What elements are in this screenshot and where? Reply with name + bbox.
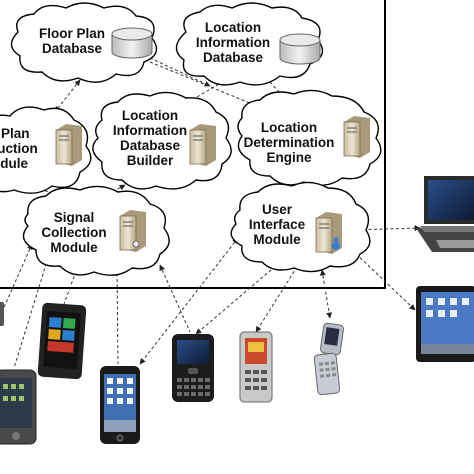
connector-ui-nokia — [255, 261, 301, 333]
floor-plan-database-cloud — [10, 2, 158, 83]
tablet-icon — [416, 286, 474, 362]
smartphone-icon — [0, 369, 37, 445]
connector-fpdb-construction — [54, 79, 81, 113]
location-info-database-label: Location Information Database — [195, 20, 271, 65]
location-info-database-cloud — [175, 2, 324, 86]
location-db-builder-cloud — [92, 91, 232, 190]
database-cylinder-icon — [111, 27, 153, 59]
database-cylinder-icon — [279, 33, 321, 65]
flip-phone-icon — [313, 322, 344, 396]
server-icon — [315, 212, 342, 254]
user-interface-label: User Interface Module — [248, 202, 306, 247]
connector-signal-iphone — [114, 267, 121, 365]
server-icon — [189, 124, 216, 166]
smartphone-icon — [172, 334, 214, 402]
location-engine-cloud — [237, 89, 382, 186]
connector-signal-left — [1, 243, 33, 313]
location-db-builder-label: Location Information Database Builder — [112, 108, 188, 168]
feature-phone-icon — [239, 331, 273, 403]
laptop-icon — [416, 176, 474, 252]
connector-signal-blackberry — [159, 264, 191, 333]
server-icon — [119, 210, 146, 252]
server-icon — [343, 116, 370, 158]
signal-collection-label: Signal Collection Module — [41, 210, 107, 255]
floor-plan-database-label: Floor Plan Database — [38, 26, 105, 56]
smartphone-icon — [0, 302, 4, 326]
location-engine-label: Location Determination Engine — [243, 120, 335, 165]
smartphone-icon — [37, 302, 87, 380]
connector-ui-tablet — [351, 249, 416, 311]
connector-ui-iphone — [139, 237, 239, 365]
smartphone-icon — [100, 366, 140, 444]
floor-plan-construction-label: r Plan ruction odule — [0, 126, 38, 171]
connector-ui-flipphone — [319, 269, 333, 319]
connector-signal-android — [13, 257, 50, 369]
signal-collection-cloud — [22, 185, 170, 276]
server-icon — [55, 124, 82, 166]
